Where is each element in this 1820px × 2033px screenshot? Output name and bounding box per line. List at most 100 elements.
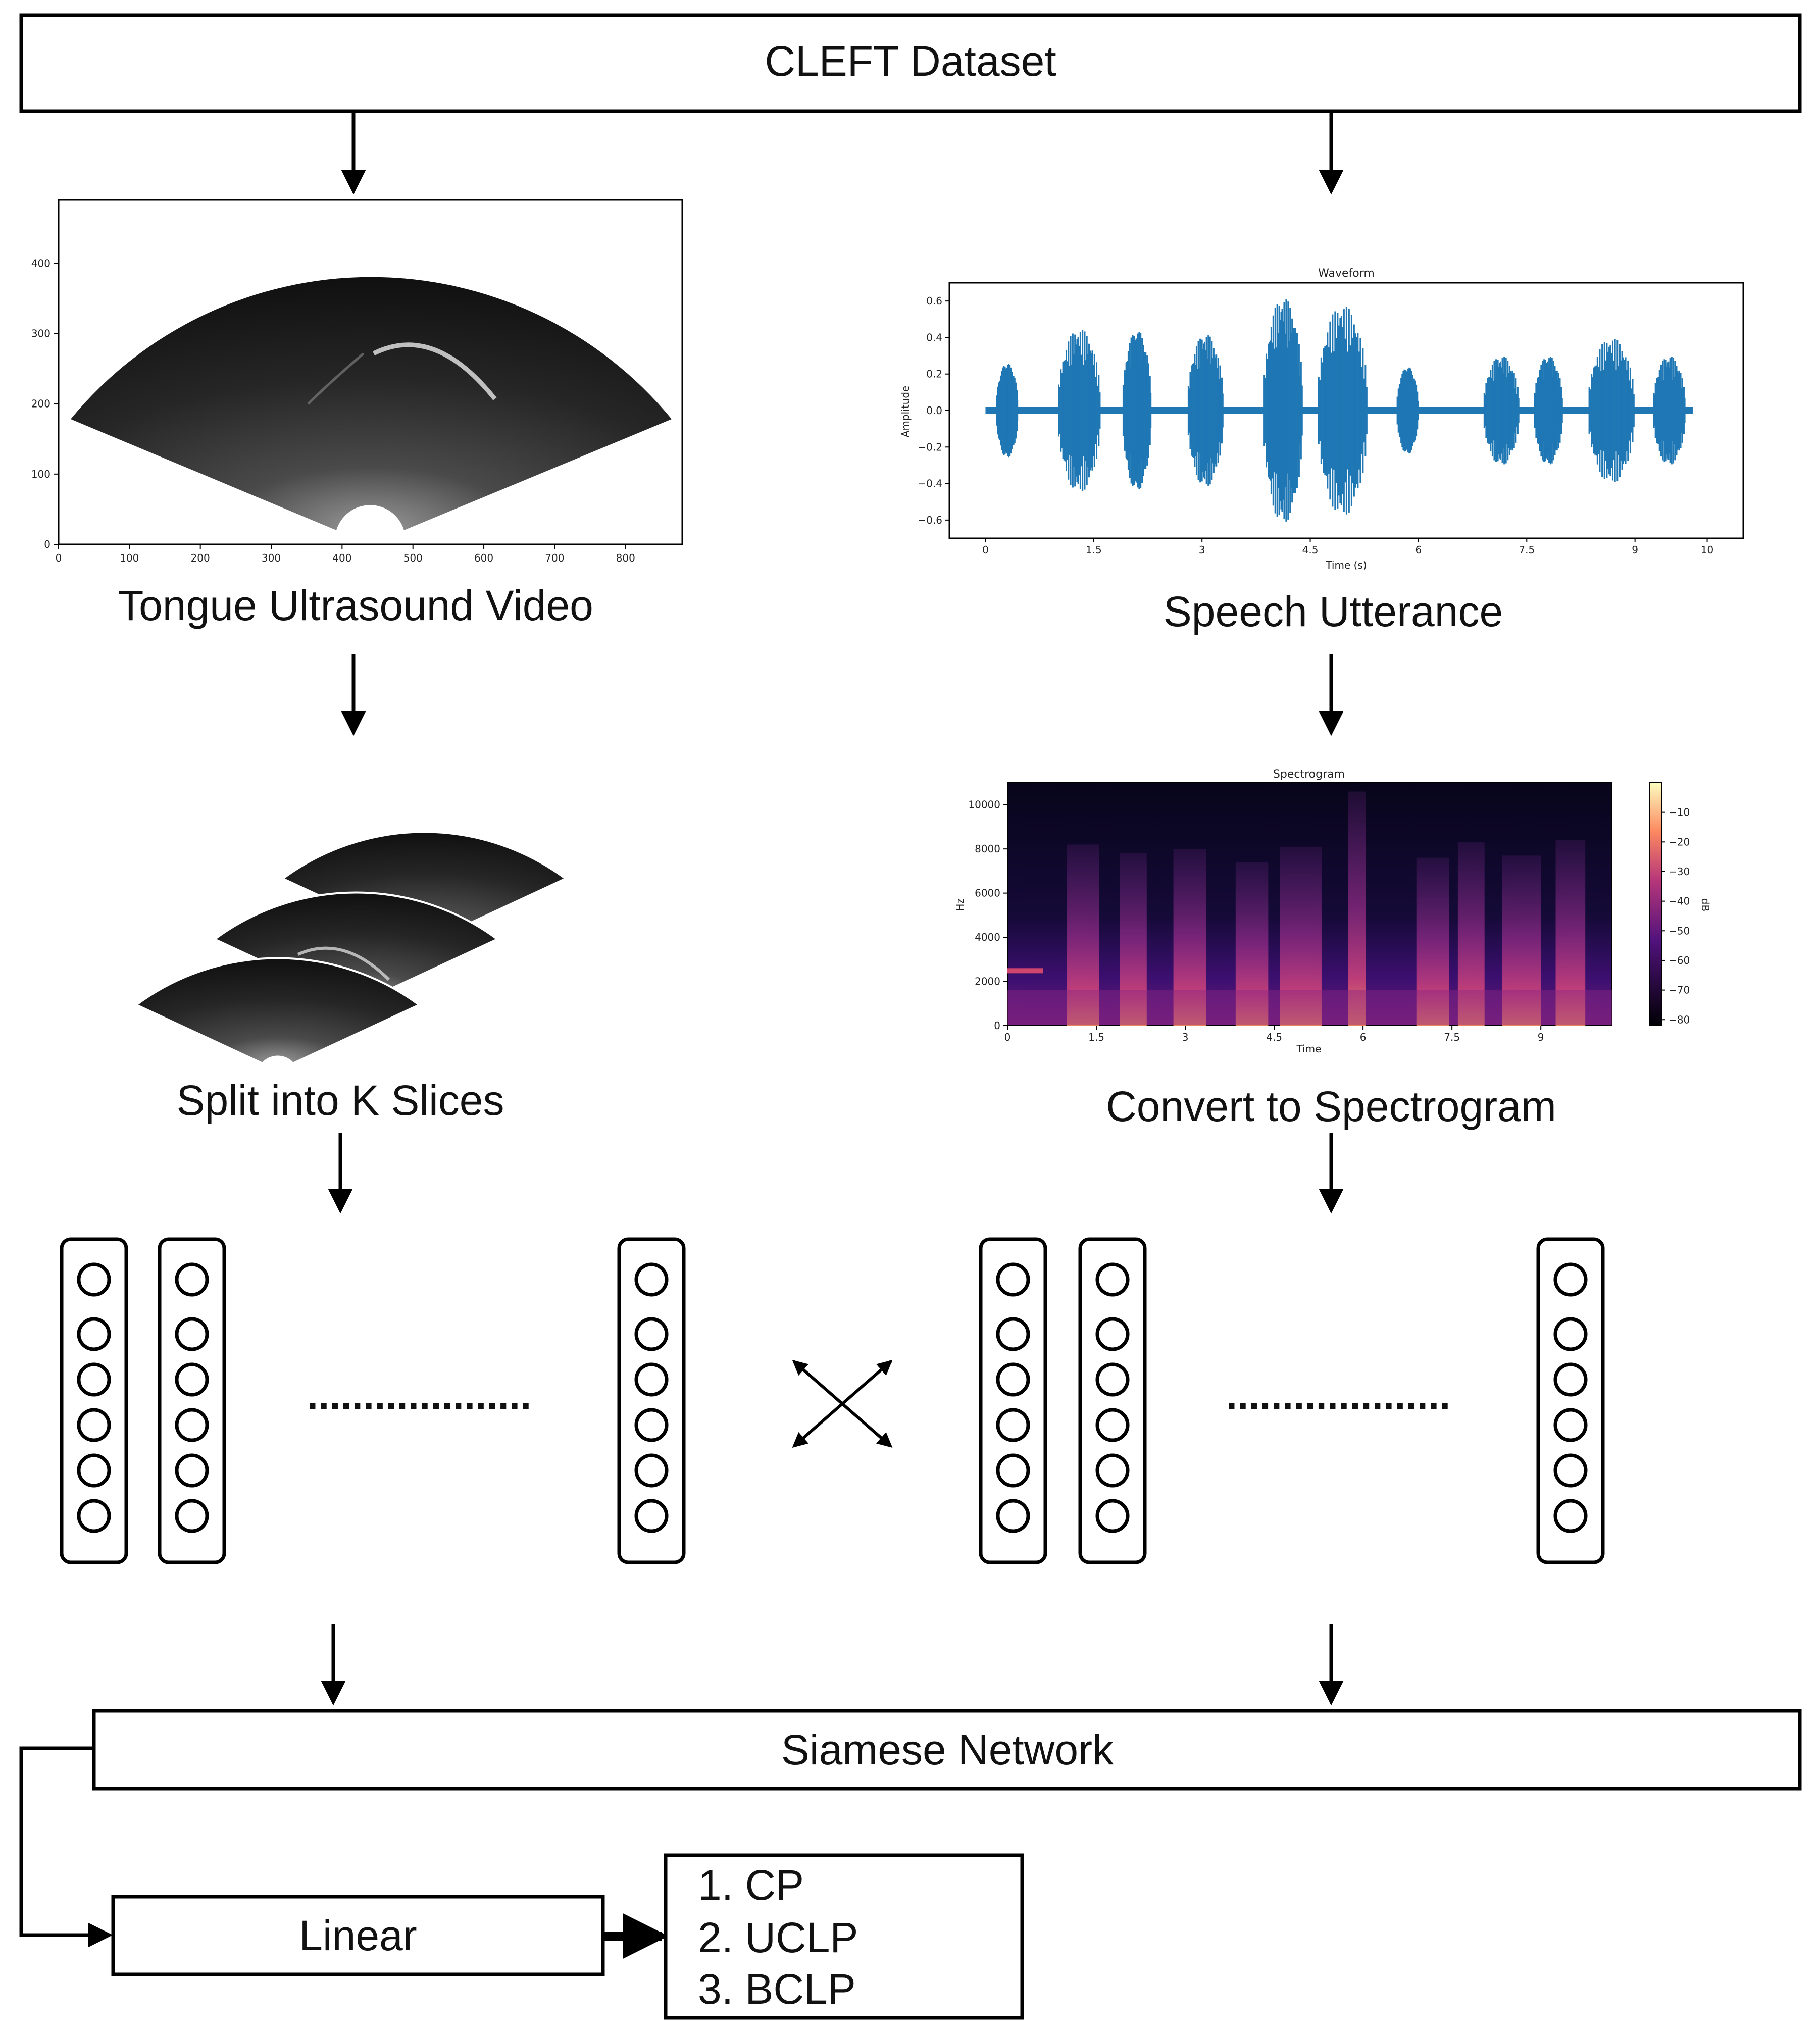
spectrogram-x-tick-label: 0: [1004, 1031, 1011, 1043]
slices-stack: [134, 831, 568, 1065]
vector-node: [634, 1499, 669, 1533]
vector-node: [77, 1408, 111, 1442]
vector-node: [175, 1262, 209, 1297]
waveform-x-tick-label: 4.5: [1302, 544, 1319, 556]
linear-label: Linear: [299, 1912, 417, 1959]
embedding-vector: [1078, 1237, 1147, 1564]
spectrogram-x-tick-label: 3: [1182, 1031, 1189, 1043]
vector-node: [634, 1317, 669, 1351]
vector-node: [1553, 1453, 1588, 1488]
left-ellipsis: ....................: [307, 1373, 532, 1417]
cross-arrow-2: [792, 1360, 893, 1448]
vector-node: [1553, 1362, 1588, 1397]
colorbar-tick-label: −30: [1669, 866, 1690, 878]
colorbar-tick-label: −60: [1669, 954, 1690, 967]
vector-frame: [979, 1237, 1047, 1564]
spectrogram-caption: Convert to Spectrogram: [1106, 1083, 1556, 1130]
ultrasound-y-tick-label: 0: [44, 538, 50, 550]
vector-frame: [1078, 1237, 1147, 1564]
spectrogram-y-tick-label: 6000: [975, 887, 1000, 899]
vector-node: [996, 1408, 1030, 1442]
colorbar-label: dB: [1699, 898, 1711, 911]
embedding-vector: [60, 1237, 128, 1564]
spectrogram-tone: [1007, 968, 1043, 974]
vector-node: [175, 1362, 209, 1397]
spectrogram-energy-band: [1120, 853, 1147, 1026]
waveform-xlabel: Time (s): [1325, 559, 1367, 571]
spectrogram-x-tick-label: 6: [1360, 1031, 1367, 1043]
spectrogram-low-band: [1007, 990, 1612, 1025]
speech-encoder-vectors: [979, 1237, 1605, 1564]
spectrogram-energy-band: [1173, 849, 1206, 1026]
waveform-y-tick-label: −0.2: [918, 441, 942, 453]
ultrasound-y-tick-label: 400: [31, 257, 50, 269]
ultrasound-encoder-vectors: [60, 1237, 686, 1564]
vector-node: [1095, 1262, 1130, 1297]
vector-frame: [158, 1237, 226, 1564]
ultrasound-x-tick-label: 700: [545, 552, 564, 564]
waveform-y-tick-label: 0.0: [926, 404, 942, 417]
ultrasound-y-tick-label: 300: [31, 327, 50, 339]
vector-node: [175, 1408, 209, 1442]
right-ellipsis: ....................: [1226, 1373, 1451, 1417]
vector-node: [1553, 1262, 1588, 1297]
spectrogram-energy-band: [1067, 844, 1099, 1026]
colorbar-tick-label: −40: [1669, 895, 1690, 907]
colorbar-tick-label: −20: [1669, 836, 1690, 848]
spectrogram-title: Spectrogram: [1273, 768, 1345, 781]
spectrogram-energy-band: [1502, 855, 1541, 1026]
spectrogram-y-tick-label: 10000: [968, 799, 1000, 811]
waveform-y-tick-label: 0.6: [926, 295, 942, 307]
vector-node: [634, 1262, 669, 1297]
tongue-contour: [372, 342, 497, 400]
vector-node: [77, 1499, 111, 1533]
spectrogram-energy-band: [1348, 791, 1366, 1026]
vector-frame: [617, 1237, 686, 1564]
ultrasound-x-tick-label: 200: [191, 552, 210, 564]
slice-front-contour: [297, 946, 390, 981]
spectrogram-xlabel: Time: [1296, 1043, 1322, 1055]
vector-node: [77, 1453, 111, 1488]
ultrasound-y-tick-label: 200: [31, 398, 50, 410]
ultrasound-x-tick-label: 800: [616, 552, 635, 564]
ultrasound-caption: Tongue Ultrasound Video: [118, 582, 593, 629]
linear-box: [111, 1895, 605, 1976]
spectrogram-x-tick-label: 1.5: [1088, 1031, 1104, 1043]
spectrogram-x-tick-label: 7.5: [1444, 1031, 1460, 1043]
vector-node: [996, 1453, 1030, 1488]
waveform-ylabel: Amplitude: [899, 386, 912, 438]
waveform-x-tick-label: 0: [982, 544, 989, 556]
embedding-vector: [979, 1237, 1047, 1564]
vector-frame: [1536, 1237, 1605, 1564]
outputs-box: [664, 1853, 1024, 2020]
colorbar-tick-label: −50: [1669, 925, 1690, 937]
waveform-x-tick-label: 3: [1199, 544, 1205, 556]
spectrogram-y-tick-label: 8000: [975, 843, 1000, 855]
waveform-y-tick-label: 0.2: [926, 368, 942, 380]
vector-node: [77, 1317, 111, 1351]
waveform-x-tick-label: 1.5: [1086, 544, 1102, 556]
siamese-network-label: Siamese Network: [781, 1726, 1114, 1773]
output-item-bclp: 3. BCLP: [698, 1965, 856, 2013]
waveform-y-tick-label: −0.4: [918, 478, 942, 490]
ultrasound-x-tick-label: 0: [56, 552, 62, 564]
dataset-label: CLEFT Dataset: [765, 37, 1056, 85]
colorbar-tick-label: −10: [1669, 806, 1690, 819]
vector-node: [77, 1362, 111, 1397]
vector-node: [1095, 1362, 1130, 1397]
waveform-x-tick-label: 10: [1701, 544, 1713, 556]
colorbar: [1649, 782, 1662, 1026]
colorbar-tick-label: −80: [1669, 1013, 1690, 1026]
vector-node: [1095, 1453, 1130, 1488]
spectrogram-x-tick-label: 9: [1538, 1031, 1544, 1043]
vector-node: [1553, 1408, 1588, 1442]
embedding-vector: [158, 1237, 226, 1564]
ultrasound-fan: [71, 277, 672, 530]
ultrasound-x-tick-label: 400: [332, 552, 351, 564]
spectrogram-energy-band: [1235, 862, 1269, 1026]
vector-node: [996, 1362, 1030, 1397]
waveform-y-tick-label: 0.4: [926, 331, 942, 343]
